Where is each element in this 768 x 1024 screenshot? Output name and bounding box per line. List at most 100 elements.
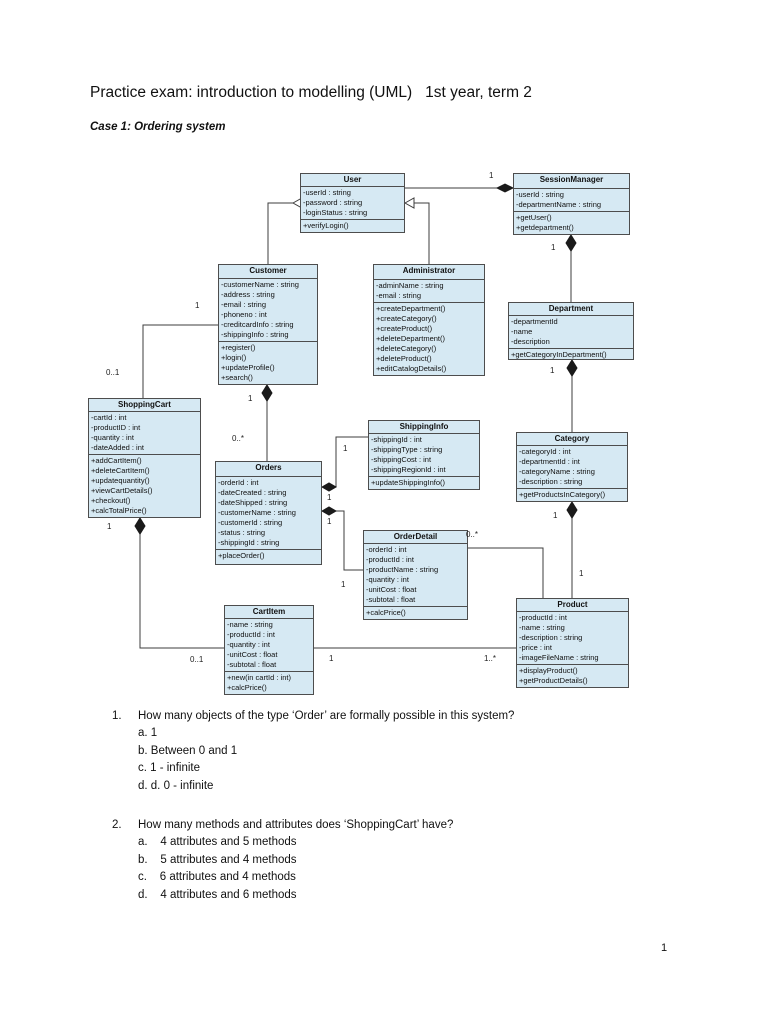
methods-section: +displayProduct()+getProductDetails() [517, 665, 628, 687]
method: +getProductsInCategory() [519, 490, 606, 499]
page-title: Practice exam: introduction to modelling… [90, 84, 532, 101]
attribute: -departmentName : string [516, 200, 602, 209]
aggregation-diamond-icon [565, 234, 577, 252]
uml-class-orders: Orders-orderId : int-dateCreated : strin… [215, 461, 322, 565]
method: +createDepartment() [376, 304, 446, 313]
attribute: -status : string [218, 528, 266, 537]
method: +verifyLogin() [303, 221, 349, 230]
class-name: Administrator [374, 265, 484, 280]
attributes-section: -orderId : int-dateCreated : string-date… [216, 477, 321, 550]
methods-section: +calcPrice() [364, 607, 467, 619]
method: +getUser() [516, 213, 552, 222]
uml-class-shoppingcart: ShoppingCart-cartId : int-productID : in… [88, 398, 201, 518]
attribute: -imageFileName : string [519, 653, 599, 662]
attribute: -productID : int [91, 423, 141, 432]
methods-section: +verifyLogin() [301, 220, 404, 232]
question-option: b. Between 0 and 1 [138, 744, 238, 757]
attribute: -loginStatus : string [303, 208, 368, 217]
aggregation-diamond-icon [566, 359, 578, 377]
method: +getdepartment() [516, 223, 574, 232]
attribute: -price : int [519, 643, 552, 652]
method: +placeOrder() [218, 551, 265, 560]
question-text: How many objects of the type ‘Order’ are… [138, 710, 515, 722]
class-name: CartItem [225, 606, 313, 619]
class-name: Customer [219, 265, 317, 279]
attribute: -customerId : string [218, 518, 283, 527]
method: +checkout() [91, 496, 131, 505]
attribute: -shippingCost : int [371, 455, 432, 464]
methods-section: +createDepartment()+createCategory()+cre… [374, 303, 484, 375]
generalization-administrator-user [414, 202, 430, 264]
method: +getCategoryInDepartment() [511, 350, 607, 359]
class-name: Product [517, 599, 628, 612]
attribute: -shippingType : string [371, 445, 443, 454]
multiplicity-label: 1 [553, 511, 558, 520]
attribute: -productId : int [227, 630, 275, 639]
attribute: -adminName : string [376, 281, 444, 290]
attribute: -name [511, 327, 533, 336]
uml-class-product: Product-productId : int-name : string-de… [516, 598, 629, 688]
attributes-section: -userId : string-departmentName : string [514, 189, 629, 212]
method: +createCategory() [376, 314, 437, 323]
method: +calcTotalPrice() [91, 506, 147, 515]
question-option: a. 1 [138, 727, 158, 739]
attribute: -quantity : int [366, 575, 409, 584]
multiplicity-label: 1 [551, 243, 556, 252]
question-number: 1. [112, 710, 122, 722]
uml-class-sessionmanager: SessionManager-userId : string-departmen… [513, 173, 630, 235]
methods-section: +register()+login()+updateProfile()+sear… [219, 342, 317, 384]
attribute: -shippingRegionId : int [371, 465, 446, 474]
attribute: -departmentId [511, 317, 558, 326]
question-option: c. 6 attributes and 4 methods [138, 871, 296, 883]
aggregation-diamond-icon [134, 517, 146, 535]
attribute: -categoryName : string [519, 467, 595, 476]
uml-class-department: Department-departmentId-name-description… [508, 302, 634, 360]
multiplicity-label: 1 [327, 493, 332, 502]
attribute: -address : string [221, 290, 275, 299]
multiplicity-label: 1 [329, 654, 334, 663]
attribute: -userId : string [516, 190, 564, 199]
multiplicity-label: 1 [327, 517, 332, 526]
attribute: -email : string [221, 300, 267, 309]
attribute: -quantity : int [227, 640, 270, 649]
class-name: User [301, 174, 404, 187]
attribute: -creditcardInfo : string [221, 320, 294, 329]
method: +search() [221, 373, 253, 382]
attribute: -quantity : int [91, 433, 134, 442]
methods-section: +new(in cartId : int)+calcPrice() [225, 672, 313, 694]
class-name: Orders [216, 462, 321, 477]
multiplicity-label: 0..1 [106, 368, 120, 377]
attribute: -description : string [519, 633, 583, 642]
question-option: d. 4 attributes and 6 methods [138, 888, 297, 901]
multiplicity-label: 1 [107, 522, 112, 531]
uml-class-cartitem: CartItem-name : string-productId : int-q… [224, 605, 314, 695]
method: +new(in cartId : int) [227, 673, 291, 682]
method: +deleteCartItem() [91, 466, 150, 475]
methods-section: +updateShippingInfo() [369, 477, 479, 489]
method: +updatequantity() [91, 476, 150, 485]
attribute: -unitCost : float [227, 650, 278, 659]
method: +calcPrice() [366, 608, 406, 617]
attribute: -shippingInfo : string [221, 330, 289, 339]
attribute: -name : string [519, 623, 565, 632]
attributes-section: -cartId : int-productID : int-quantity :… [89, 412, 200, 455]
question: 1. How many objects of the type ‘Order’ a… [112, 710, 692, 795]
multiplicity-label: 1 [248, 394, 253, 403]
uml-class-shippinginfo: ShippingInfo-shippingId : int-shippingTy… [368, 420, 480, 490]
method: +createProduct() [376, 324, 433, 333]
method: +displayProduct() [519, 666, 578, 675]
multiplicity-label: 1 [550, 366, 555, 375]
uml-class-category: Category-categoryId : int-departmentId :… [516, 432, 628, 502]
attribute: -productId : int [366, 555, 414, 564]
method: +calcPrice() [227, 683, 267, 692]
association-orders-orderdetail [336, 510, 363, 571]
attribute: -password : string [303, 198, 363, 207]
attribute: -productName : string [366, 565, 439, 574]
attribute: -productId : int [519, 613, 567, 622]
method: +login() [221, 353, 247, 362]
method: +addCartItem() [91, 456, 142, 465]
method: +editCatalogDetails() [376, 364, 447, 373]
generalization-triangle-icon [403, 197, 415, 209]
attributes-section: -categoryId : int-departmentId : int-cat… [517, 446, 627, 489]
